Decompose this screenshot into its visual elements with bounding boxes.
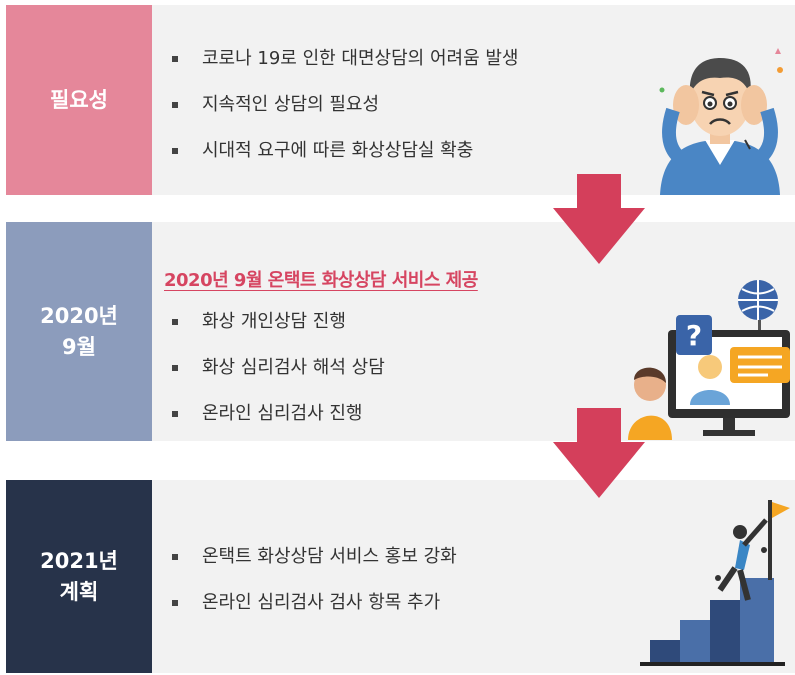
list-item-text: 온라인 심리검사 검사 항목 추가	[202, 592, 441, 613]
bullet-icon	[172, 319, 178, 325]
need-list: 코로나 19로 인한 대면상담의 어려움 발생 지속적인 상담의 필요성 시대적…	[172, 47, 518, 185]
bullet-icon	[172, 56, 178, 62]
list-item: 코로나 19로 인한 대면상담의 어려움 발생	[172, 47, 518, 93]
2020-label: 2020년 9월	[6, 222, 152, 441]
list-item-text: 온택트 화상상담 서비스 홍보 강화	[202, 546, 457, 567]
label-year: 2021년	[40, 548, 118, 573]
list-item-text: 지속적인 상담의 필요성	[202, 94, 380, 115]
list-item: 화상 개인상담 진행	[172, 310, 385, 356]
list-item: 온라인 심리검사 검사 항목 추가	[172, 591, 457, 637]
list-item-text: 화상 심리검사 해석 상담	[202, 357, 385, 378]
down-arrow-icon	[553, 174, 645, 264]
label-month: 9월	[62, 334, 96, 359]
down-arrow-icon	[553, 408, 645, 498]
list-item-text: 온라인 심리검사 진행	[202, 403, 363, 424]
list-item: 지속적인 상담의 필요성	[172, 93, 518, 139]
list-item: 온택트 화상상담 서비스 홍보 강화	[172, 545, 457, 591]
list-item-text: 코로나 19로 인한 대면상담의 어려움 발생	[202, 48, 519, 69]
bullet-icon	[172, 102, 178, 108]
2021-list: 온택트 화상상담 서비스 홍보 강화 온라인 심리검사 검사 항목 추가	[172, 545, 457, 637]
label-plan: 계획	[59, 579, 99, 604]
bullet-icon	[172, 411, 178, 417]
need-label: 필요성	[6, 5, 152, 195]
stressed-person-icon	[659, 48, 783, 195]
list-item-text: 화상 개인상담 진행	[202, 311, 346, 332]
bullet-icon	[172, 365, 178, 371]
label-year: 2020년	[40, 303, 118, 328]
bullet-icon	[172, 148, 178, 154]
service-headline: 2020년 9월 온택트 화상상담 서비스 제공	[164, 270, 478, 291]
2020-list: 화상 개인상담 진행 화상 심리검사 해석 상담 온라인 심리검사 진행	[172, 310, 385, 448]
list-item: 온라인 심리검사 진행	[172, 402, 385, 448]
video-counseling-icon: ?	[628, 280, 790, 440]
list-item: 화상 심리검사 해석 상담	[172, 356, 385, 402]
list-item: 시대적 요구에 따른 화상상담실 확충	[172, 139, 518, 185]
climbing-to-flag-icon	[640, 500, 790, 666]
list-item-text: 시대적 요구에 따른 화상상담실 확충	[202, 140, 474, 161]
svg-text:?: ?	[686, 319, 702, 352]
bullet-icon	[172, 600, 178, 606]
bullet-icon	[172, 554, 178, 560]
